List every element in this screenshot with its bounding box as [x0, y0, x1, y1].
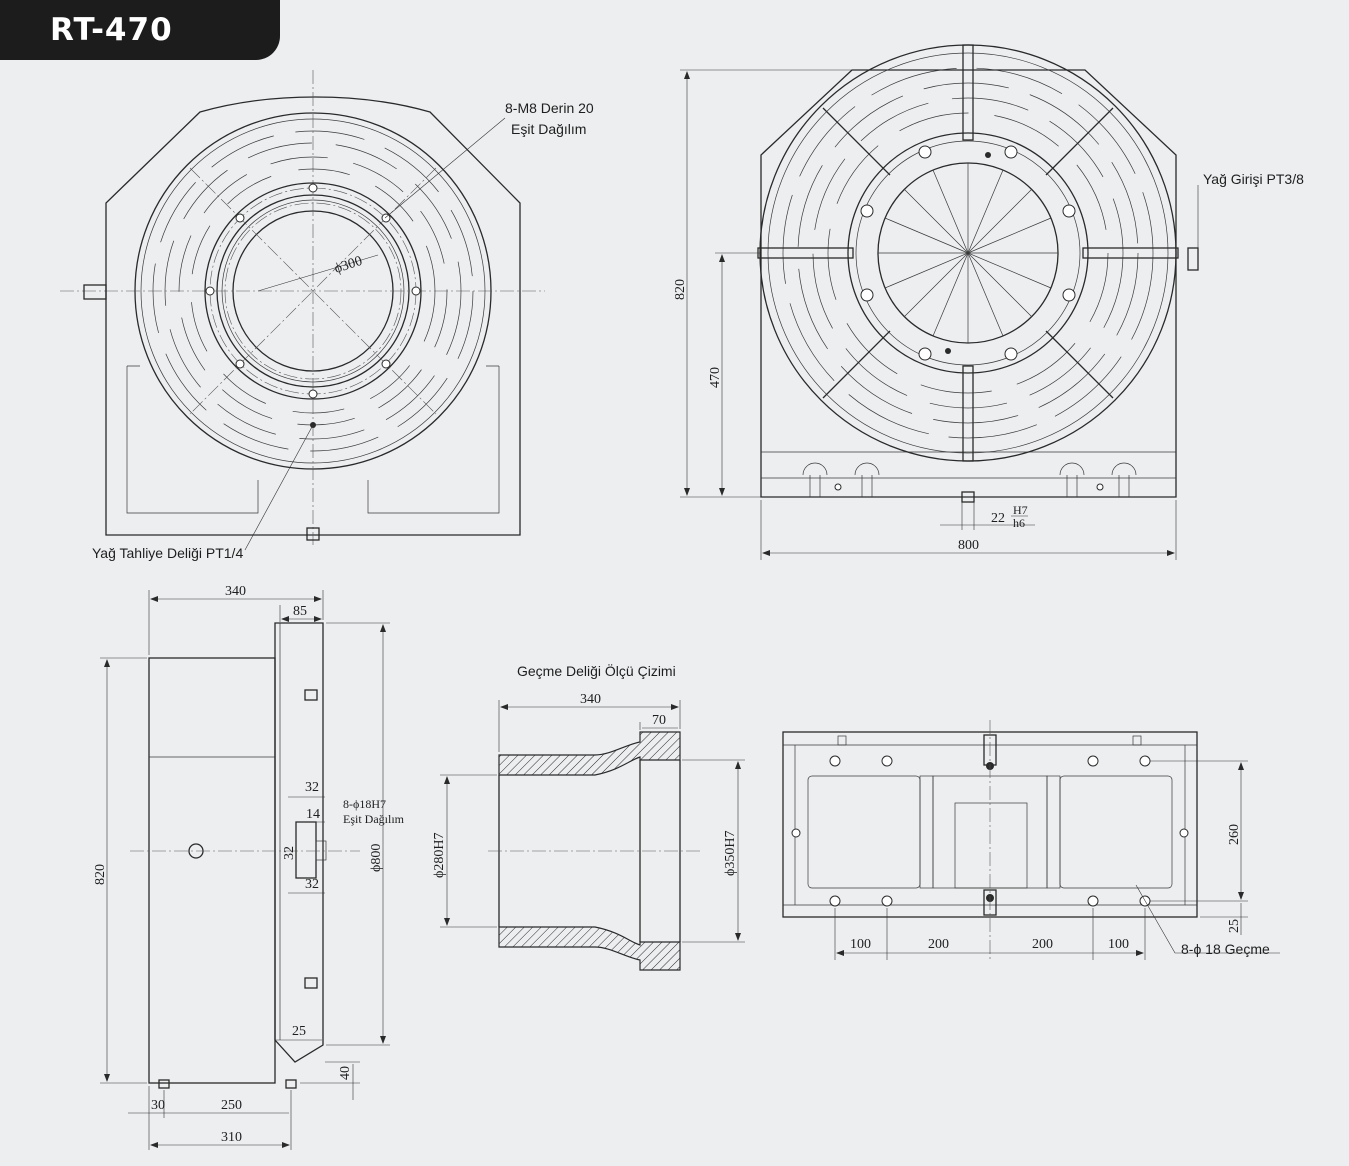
- bore-section-title: Geçme Deliği Ölçü Çizimi: [517, 662, 676, 679]
- bore-section: Geçme Deliği Ölçü Çizimi 340 70 ϕ280H7 ϕ…: [432, 662, 745, 971]
- bore-step-70: 70: [652, 713, 666, 728]
- base-w100b: 100: [1108, 937, 1129, 952]
- base-height-25: 25: [1227, 919, 1242, 933]
- bore-inner-dia: ϕ280H7: [432, 833, 447, 878]
- base-view: 260 25 100 200 200 100 8-ϕ 18 Geçme: [782, 720, 1280, 960]
- key-width: 22: [991, 511, 1005, 526]
- front-bore-dim: ϕ300: [333, 254, 365, 277]
- side-diameter-800: ϕ800: [369, 844, 384, 872]
- side-base-310: 310: [221, 1130, 242, 1145]
- front-bolt-callout: 8-M8 Derin 20: [505, 100, 594, 116]
- side-d32-bot: 32: [305, 877, 319, 892]
- side-depth-340: 340: [225, 584, 246, 599]
- right-bolt-holes: [860, 145, 1076, 361]
- key-fit-top: H7: [1013, 503, 1028, 517]
- base-height-260: 260: [1227, 824, 1242, 845]
- base-w200b: 200: [1032, 937, 1053, 952]
- front-view: ϕ300 8-M8 Derin 20 Eşit Dağılım Yağ Tahl…: [60, 70, 594, 561]
- side-d32-top: 32: [305, 780, 319, 795]
- side-flange-85: 85: [293, 604, 307, 619]
- side-base-250: 250: [221, 1098, 242, 1113]
- right-height-820: 820: [673, 279, 688, 300]
- key-fit-bottom: h6: [1013, 516, 1025, 530]
- base-holes: [791, 755, 1189, 907]
- base-w100a: 100: [850, 937, 871, 952]
- side-pin-holes: 8-ϕ18H7: [343, 797, 386, 811]
- oil-inlet-label: Yağ Girişi PT3/8: [1203, 171, 1304, 187]
- front-bolt-callout-sub: Eşit Dağılım: [511, 121, 586, 137]
- side-base-30: 30: [151, 1098, 165, 1113]
- base-w200a: 200: [928, 937, 949, 952]
- right-front-view: Yağ Girişi PT3/8 820 470 800 22 H7 h6: [673, 44, 1304, 560]
- product-title: RT-470: [50, 12, 173, 48]
- bore-length-340: 340: [580, 692, 601, 707]
- side-pin-holes-sub: Eşit Dağılım: [343, 812, 405, 826]
- side-d25: 25: [292, 1024, 306, 1039]
- side-height-820: 820: [93, 864, 108, 885]
- right-height-470: 470: [708, 367, 723, 388]
- base-holes-label: 8-ϕ 18 Geçme: [1181, 941, 1270, 957]
- front-bolt-holes: [205, 183, 421, 428]
- bore-outer-dia: ϕ350H7: [723, 831, 738, 876]
- side-d32-mid: 32: [282, 846, 297, 860]
- drain-label: Yağ Tahliye Deliği PT1/4: [92, 545, 243, 561]
- title-tab: RT-470: [0, 0, 280, 60]
- side-view: 340 85 820 32 14 32 32 8-ϕ18H7 Eşit Dağı…: [93, 584, 405, 1150]
- right-width-800: 800: [958, 538, 979, 553]
- side-d40: 40: [338, 1066, 353, 1080]
- side-d14: 14: [306, 807, 320, 822]
